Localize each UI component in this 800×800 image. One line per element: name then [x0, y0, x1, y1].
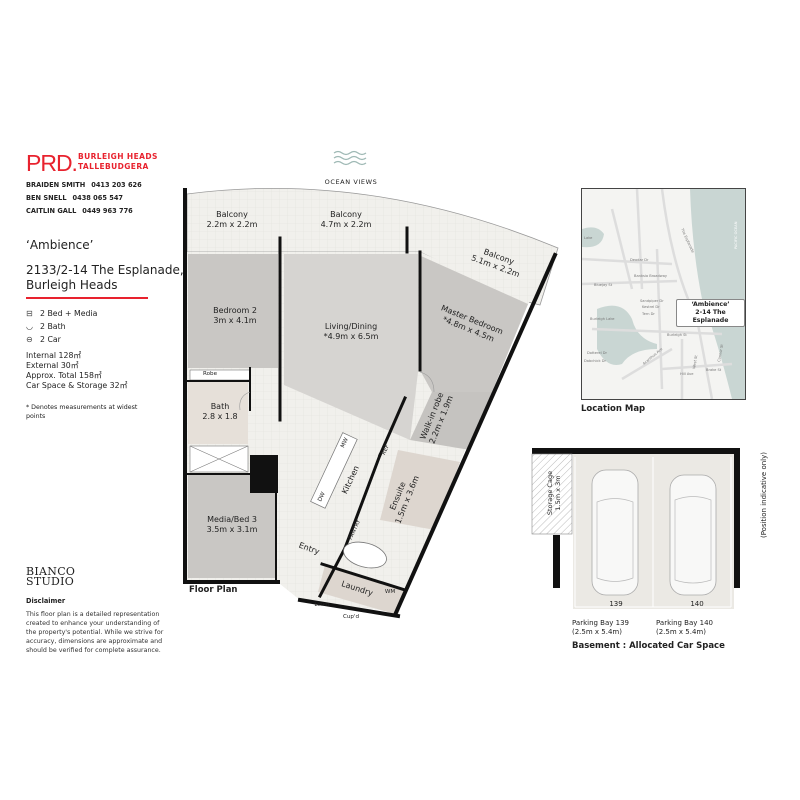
feature-baths: ◡2 Bath [26, 322, 66, 331]
master-bedroom [421, 256, 528, 392]
disclaimer-text: This floor plan is a detailed representa… [26, 611, 164, 654]
street-label: West St [692, 354, 698, 369]
bath [188, 382, 248, 444]
car-icon [591, 469, 639, 596]
parking-caption: Basement : Allocated Car Space [572, 641, 725, 651]
street-label: Sandpiper Dr [640, 299, 664, 303]
street-label: Kestrel Dr [642, 305, 660, 309]
washing-machine-label: WM [384, 589, 396, 595]
street-label: Burleigh St [667, 333, 687, 337]
street-label: Brake St [706, 368, 722, 372]
street-label: Bluejay St [594, 283, 613, 287]
floor-plan-caption: Floor Plan [189, 585, 238, 595]
map-pin-label: ‘Ambience’2-14 The Esplanade [676, 299, 745, 327]
property-address: 2133/2-14 The Esplanade,Burleigh Heads [26, 263, 184, 292]
street-label: Banksia Broadway [634, 274, 668, 278]
balcony-area [186, 187, 559, 306]
area-total: Approx. Total 158㎡ [26, 371, 102, 380]
bath-icon: ◡ [26, 322, 33, 331]
area-car-storage: Car Space & Storage 32㎡ [26, 381, 128, 390]
street-label: Hill Ave [680, 372, 694, 376]
feature-cars: ⊖2 Car [26, 335, 61, 344]
storage-cage [531, 453, 573, 535]
ocean-water [690, 189, 745, 399]
ocean-label: PACIFIC OCEAN [734, 221, 738, 249]
street-label: Connor St [717, 343, 724, 362]
linen-label: Linen [314, 602, 330, 608]
property-name: ‘Ambience’ [26, 238, 94, 252]
bay-number: 139 [609, 600, 623, 608]
street-label: Burleigh Lake [590, 317, 615, 321]
walk-in-robe [410, 392, 492, 450]
divider [26, 297, 148, 299]
car-icon: ⊖ [26, 335, 33, 344]
bay-139-info: Parking Bay 139(2.5m x 5.4m) [572, 619, 629, 636]
living-dining [284, 254, 418, 440]
cupboard-label: Cup'd [342, 614, 360, 620]
area-internal: Internal 128㎡ [26, 351, 82, 360]
bathtub [343, 541, 387, 569]
street-label: Deodar Dr [630, 258, 649, 262]
map-graphic: Lake Burleigh Lake Deodar Dr Banksia Bro… [582, 189, 745, 399]
prd-logo: PRD. [26, 150, 78, 176]
kitchen-island [310, 432, 358, 509]
laundry [318, 565, 405, 615]
robe-label: Robe [202, 371, 218, 377]
burleigh-lake [597, 305, 657, 365]
location-map: Lake Burleigh Lake Deodar Dr Banksia Bro… [581, 188, 746, 400]
street-label: Lake [584, 236, 593, 240]
feature-beds: ⊟2 Bed + Media [26, 309, 98, 318]
bay-number: 140 [690, 600, 704, 608]
ocean-views-icon [333, 150, 367, 166]
location-map-caption: Location Map [581, 404, 646, 414]
position-note: (Position indicative only) [760, 451, 768, 539]
street-label: Dotterel Dr [587, 351, 608, 355]
street-label: Dabchick Dr [584, 359, 606, 363]
ocean-views-label: OCEAN VIEWS [324, 178, 378, 186]
area-external: External 30㎡ [26, 361, 79, 370]
street-label: Tern Dr [641, 312, 655, 316]
car-icon [669, 474, 717, 596]
measurement-note: * Denotes measurements at widest points [26, 404, 138, 420]
bay-140-info: Parking Bay 140(2.5m x 5.4m) [656, 619, 713, 636]
room-label-living: Living/Dining*4.9m x 6.5m [323, 322, 379, 341]
bedroom-2 [188, 254, 278, 368]
disclaimer-title: Disclaimer [26, 597, 66, 605]
bed-icon: ⊟ [26, 309, 33, 318]
parking-plan [531, 448, 740, 609]
